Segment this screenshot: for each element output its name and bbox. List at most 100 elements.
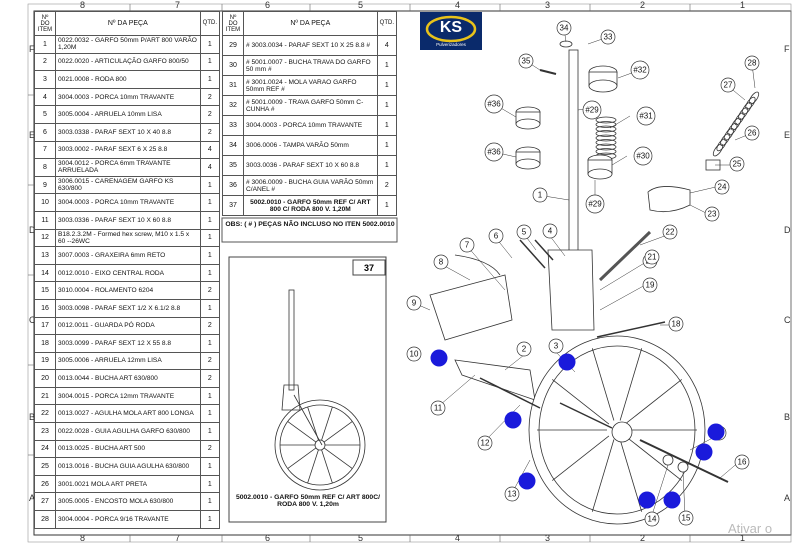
- spring-coil: [712, 143, 724, 157]
- svg-text:8: 8: [439, 258, 444, 267]
- wheel-spoke: [552, 435, 610, 481]
- spring-coil: [595, 116, 617, 124]
- wheel-spoke: [552, 379, 610, 425]
- callout-16: 16: [734, 454, 750, 470]
- svg-text:12: 12: [481, 439, 490, 448]
- row-label: A: [784, 493, 791, 503]
- svg-text:37: 37: [364, 263, 374, 273]
- spring-coil: [595, 143, 617, 151]
- assembly-title: 5002.0010 - GARFO 50mm REF C/ ART 800C/ …: [235, 494, 381, 508]
- wheel-spoke: [591, 348, 615, 421]
- spring-coil: [741, 102, 752, 115]
- table-row: 31# 3001.0024 - MOLA VARAO GARFO 50mm RE…: [222, 75, 398, 96]
- spring-coil: [595, 125, 617, 133]
- callout-19: 19: [642, 277, 658, 293]
- svg-text:11: 11: [434, 404, 443, 413]
- part-description: 5002.0010 - GARFO 50mm REF C/ ART 800 C/…: [243, 195, 378, 216]
- callout-6: 6: [488, 228, 504, 244]
- svg-text:19: 19: [646, 281, 655, 290]
- callout-12: 12: [477, 435, 493, 451]
- item-number: 27: [34, 492, 56, 512]
- svg-text:2: 2: [522, 345, 527, 354]
- activation-watermark: Ativar o: [728, 521, 773, 536]
- highlight-marker[interactable]: [558, 353, 576, 371]
- ks-logo-mark: KS Pulverizadores: [420, 12, 482, 50]
- spring-coil: [716, 138, 727, 152]
- part-quantity: 2: [199, 281, 221, 300]
- highlight-marker[interactable]: [695, 443, 713, 461]
- spring-coil: [748, 91, 760, 105]
- articulation-arm: [454, 359, 536, 401]
- spring-coil: [727, 122, 738, 136]
- highlight-marker[interactable]: [707, 423, 725, 441]
- spring-coil: [730, 117, 742, 131]
- callout-34: 34: [556, 20, 572, 36]
- svg-text:23: 23: [708, 210, 717, 219]
- column-label: 4: [455, 0, 461, 10]
- item-number: 15: [34, 281, 56, 300]
- svg-text:#36: #36: [487, 148, 501, 157]
- row-label: B: [784, 412, 791, 422]
- highlight-marker[interactable]: [638, 491, 656, 509]
- mini-wheel-spoke: [323, 447, 353, 469]
- svg-text:25: 25: [733, 160, 742, 169]
- spring-coil: [595, 148, 617, 155]
- item-number: 30: [222, 55, 244, 76]
- fairing: [429, 274, 513, 341]
- part-quantity: 1: [199, 510, 221, 529]
- col-part-header: Nº DA PEÇA: [55, 11, 201, 36]
- mini-wheel-spoke: [321, 406, 333, 441]
- svg-text:3: 3: [554, 342, 559, 351]
- mini-wheel-spoke: [323, 421, 353, 443]
- callout-3: 3: [548, 338, 564, 354]
- item-number: 34: [222, 135, 244, 156]
- callout-11: 11: [430, 400, 446, 416]
- column-label: 5: [358, 533, 364, 543]
- svg-text:#29: #29: [585, 106, 599, 115]
- part-quantity: 1: [199, 52, 221, 72]
- callout-hash-29: #29: [585, 194, 605, 214]
- callout-26: 26: [744, 125, 760, 141]
- mini-wheel-spoke: [307, 449, 319, 484]
- fork-tube: [568, 49, 579, 271]
- highlight-marker[interactable]: [518, 472, 536, 490]
- highlight-marker[interactable]: [430, 349, 448, 367]
- col-qty-header: QTD.: [199, 11, 221, 36]
- highlight-marker[interactable]: [504, 411, 522, 429]
- item-number: 36: [222, 175, 244, 196]
- row-label: E: [29, 130, 36, 140]
- svg-text:5: 5: [522, 228, 527, 237]
- spring-coil: [595, 134, 617, 142]
- row-label: E: [784, 130, 791, 140]
- table-row: 29# 3003.0034 - PARAF SEXT 10 X 25 8.8 #…: [222, 35, 398, 56]
- part-quantity: 1: [199, 193, 221, 212]
- item-number: 35: [222, 155, 244, 176]
- callout-hash-36: #36: [484, 142, 504, 162]
- column-label: 6: [265, 533, 271, 543]
- spring-coil: [595, 139, 617, 146]
- column-label: 5: [358, 0, 364, 10]
- spring-coil: [734, 112, 745, 126]
- callout-10: 10: [406, 346, 422, 362]
- callout-21: 21: [644, 249, 660, 265]
- callout-35: 35: [518, 53, 534, 69]
- row-label: D: [29, 225, 36, 235]
- highlight-marker[interactable]: [663, 491, 681, 509]
- item-number: 9: [34, 175, 56, 195]
- callout-25: 25: [729, 156, 745, 172]
- column-label: 4: [455, 533, 461, 543]
- svg-text:22: 22: [666, 228, 675, 237]
- svg-text:Pulverizadores: Pulverizadores: [436, 42, 467, 47]
- wheel-spoke: [624, 435, 682, 481]
- svg-text:13: 13: [508, 490, 517, 499]
- svg-text:#31: #31: [639, 112, 653, 121]
